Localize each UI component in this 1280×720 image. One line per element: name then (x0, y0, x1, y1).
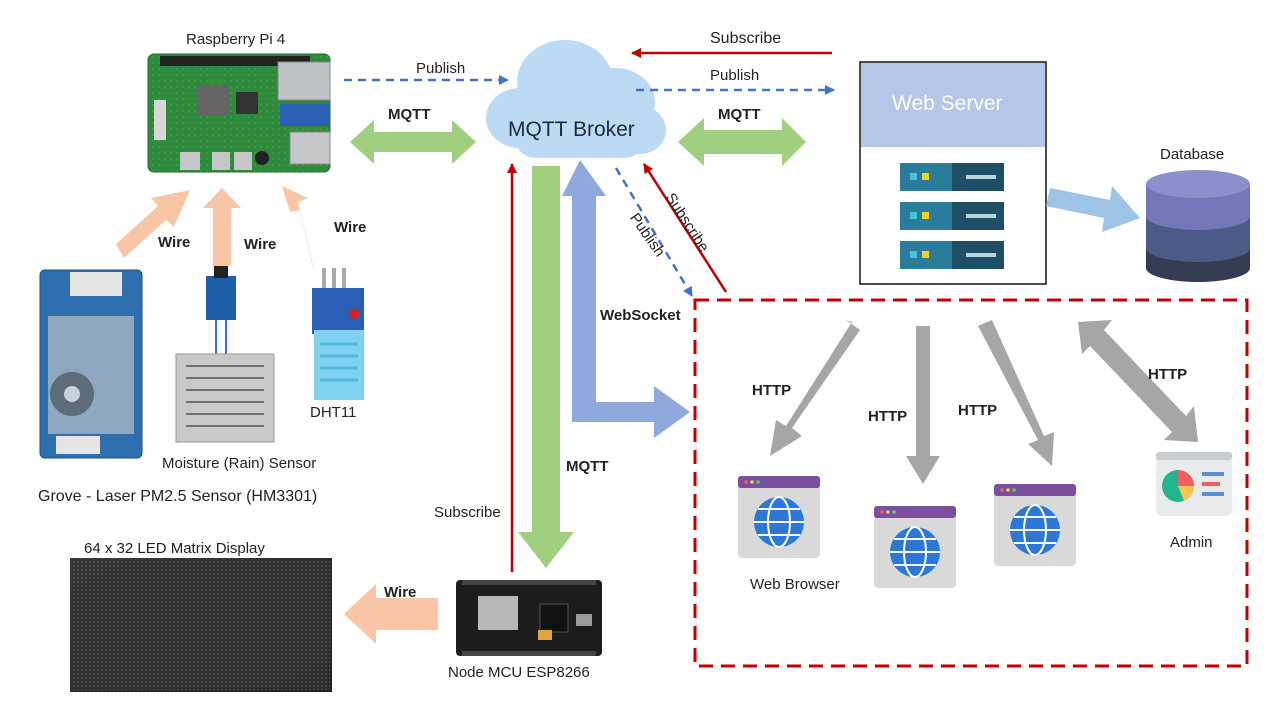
mqtt-broker-label: MQTT Broker (508, 118, 635, 141)
wire-label-dht: Wire (334, 219, 367, 236)
http-label-3: HTTP (958, 402, 998, 419)
rain-sensor-label: Moisture (Rain) Sensor (162, 455, 317, 472)
mqtt-label-server: MQTT (718, 106, 761, 123)
publish-line-clients (614, 167, 694, 297)
mqtt-broker-cloud (486, 40, 666, 158)
http-label-2: HTTP (868, 408, 908, 425)
pm25-sensor-image (39, 269, 143, 459)
rain-sensor-image (175, 266, 275, 443)
http-label-1: HTTP (752, 382, 792, 399)
admin-dashboard-icon (1156, 452, 1232, 516)
led-matrix-image (70, 558, 332, 692)
wire-arrow-led (344, 584, 438, 644)
mqtt-arrow-broker-mcu (518, 166, 574, 568)
browser-window-1 (738, 476, 820, 558)
server-to-database-arrow (1046, 186, 1140, 232)
wire-arrow-rain (203, 188, 241, 266)
server-rack-icon (900, 163, 1004, 269)
wire-arrow-dht (282, 186, 314, 270)
raspberry-pi-image (147, 53, 331, 173)
websocket-label: WebSocket (600, 307, 681, 324)
subscribe-line-clients (642, 163, 728, 293)
web-browser-label: Web Browser (750, 576, 840, 593)
nodemcu-label: Node MCU ESP8266 (448, 664, 590, 681)
led-matrix-label: 64 x 32 LED Matrix Display (84, 540, 265, 557)
wire-label-led: Wire (384, 584, 417, 601)
pm25-sensor-label: Grove - Laser PM2.5 Sensor (HM3301) (38, 488, 318, 505)
web-server-label: Web Server (892, 92, 1003, 115)
subscribe-label-mcu: Subscribe (434, 504, 501, 521)
dht11-label: DHT11 (310, 404, 357, 421)
http-arrow-admin (1078, 320, 1198, 442)
nodemcu-image (456, 580, 602, 656)
publish-label-pi: Publish (416, 60, 466, 77)
websocket-arrow (562, 160, 690, 438)
subscribe-label-server: Subscribe (710, 30, 782, 47)
clients-group-box (693, 298, 1249, 668)
browser-window-3 (994, 484, 1076, 566)
admin-label: Admin (1170, 534, 1213, 551)
raspberry-pi-label: Raspberry Pi 4 (186, 31, 286, 48)
database-icon (1146, 170, 1250, 282)
publish-label-server: Publish (710, 67, 760, 84)
wire-label-rain: Wire (244, 236, 277, 253)
mqtt-label-mcu: MQTT (566, 458, 609, 475)
wire-label-pm: Wire (158, 234, 191, 251)
http-arrow-2 (906, 326, 940, 484)
mqtt-arrow-broker-server (678, 118, 806, 166)
mqtt-arrow-pi-broker (350, 120, 476, 164)
browser-window-2 (874, 506, 956, 588)
database-label: Database (1160, 146, 1225, 163)
http-label-admin: HTTP (1148, 366, 1188, 383)
mqtt-label-pi: MQTT (388, 106, 431, 123)
http-arrow-1 (770, 320, 860, 456)
wire-arrow-pm (116, 190, 190, 258)
dht11-image (312, 268, 364, 400)
http-arrow-3 (978, 320, 1054, 466)
